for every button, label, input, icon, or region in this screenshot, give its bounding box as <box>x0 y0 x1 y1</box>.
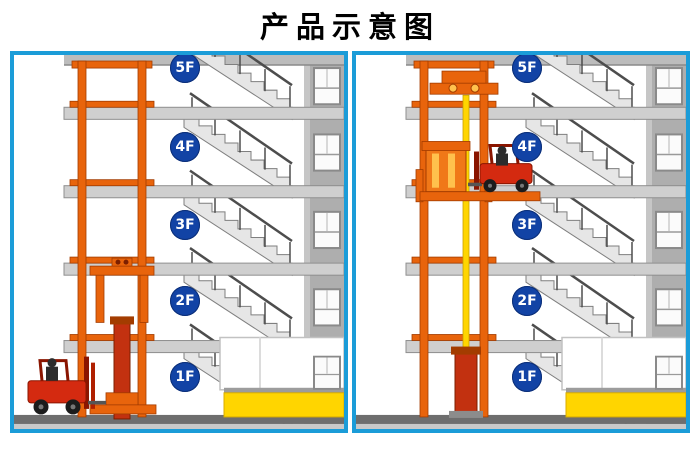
lift-mast-carriage <box>89 257 157 420</box>
floor-badge-3f: 3F <box>170 209 200 240</box>
lift-platform-4f <box>415 140 541 202</box>
floor-badge-5f: 5F <box>170 54 200 83</box>
floor-badge-4f: 4F <box>512 131 542 162</box>
panel-lift-at-ground: 5F 4F 3F 2F 1F <box>10 50 348 433</box>
floor-badge-1f: 1F <box>170 361 200 392</box>
floor-badge-5f: 5F <box>512 54 542 83</box>
hydraulic-cylinder <box>449 94 483 418</box>
panel-lift-raised: 5F 4F 3F 2F 1F <box>352 50 690 433</box>
floor-badge-4f: 4F <box>170 131 200 162</box>
floor-badge-3f: 3F <box>512 209 542 240</box>
building-scene-left <box>14 55 344 429</box>
floor-badge-1f: 1F <box>512 361 542 392</box>
floor-badge-2f: 2F <box>512 285 542 316</box>
floor-badge-2f: 2F <box>170 285 200 316</box>
forklift-at-ground <box>27 356 106 415</box>
diagram-panels: 5F 4F 3F 2F 1F <box>0 50 700 433</box>
page-title: 产品示意图 <box>259 10 440 44</box>
mast-crosshead <box>429 70 499 95</box>
forklift-on-platform <box>468 143 533 193</box>
building-scene-right <box>356 55 686 429</box>
